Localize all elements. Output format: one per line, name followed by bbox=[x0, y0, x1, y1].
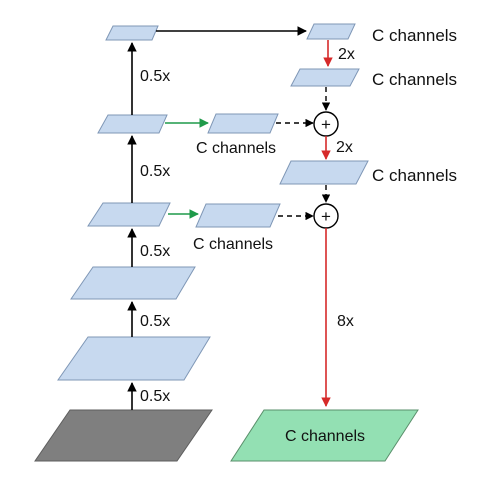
backbone-level-2 bbox=[70, 266, 196, 300]
lateral-block-level-4 bbox=[207, 113, 279, 134]
downsample-label-4: 0.5x bbox=[140, 68, 170, 85]
upsample-8x-label: 8x bbox=[337, 313, 354, 330]
backbone-level-1 bbox=[57, 336, 211, 381]
downsample-label-2: 0.5x bbox=[140, 243, 170, 260]
add-node-2-symbol: + bbox=[321, 207, 331, 226]
topdown-mid-channels-label: C channels bbox=[372, 70, 457, 89]
backbone-level-5 bbox=[105, 25, 159, 41]
add-node-1-symbol: + bbox=[321, 115, 331, 134]
output-channels-label: C channels bbox=[285, 428, 365, 445]
downsample-label-3: 0.5x bbox=[140, 163, 170, 180]
topdown-mid-block bbox=[290, 68, 360, 87]
topdown-top-block bbox=[306, 23, 356, 40]
downsample-label-1: 0.5x bbox=[140, 313, 170, 330]
lateral-block-level-3 bbox=[195, 203, 281, 228]
lateral-level-4-channels-label: C channels bbox=[196, 140, 276, 157]
lateral-level-3-channels-label: C channels bbox=[193, 236, 273, 253]
backbone-level-3 bbox=[87, 202, 171, 227]
backbone-level-4 bbox=[97, 114, 168, 134]
topdown-low-channels-label: C channels bbox=[372, 166, 457, 185]
topdown-top-channels-label: C channels bbox=[372, 26, 457, 45]
upsample-top-label: 2x bbox=[338, 46, 355, 63]
topdown-low-block bbox=[279, 160, 369, 185]
input-image-block bbox=[34, 409, 213, 462]
upsample-mid-label: 2x bbox=[336, 139, 353, 156]
downsample-label-0: 0.5x bbox=[140, 388, 170, 405]
output-block bbox=[230, 409, 419, 462]
